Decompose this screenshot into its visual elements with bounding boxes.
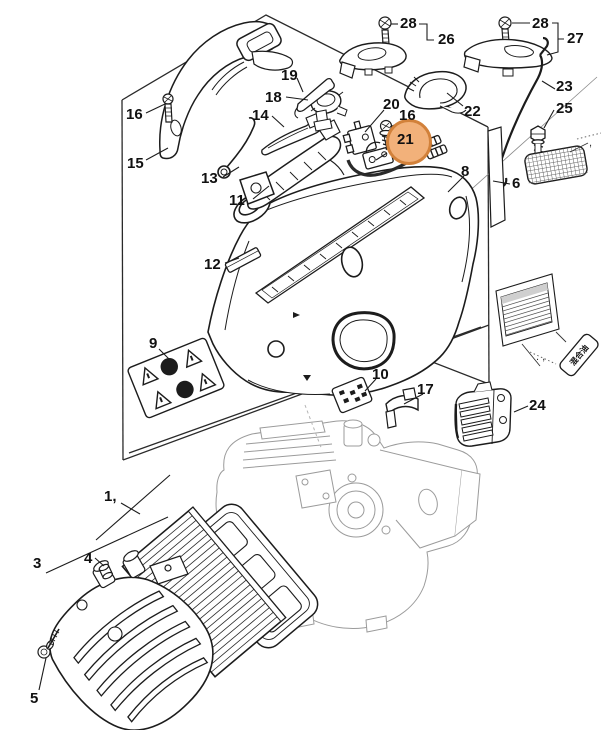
highlight-circle xyxy=(386,119,432,165)
part-19-flat-spring-drawing[interactable] xyxy=(294,77,335,119)
part-16a-screw-drawing[interactable] xyxy=(162,93,174,123)
callout-9[interactable]: 9 xyxy=(149,335,158,352)
callout-11[interactable]: 11 xyxy=(229,192,245,209)
part-8-shroud-drawing[interactable] xyxy=(207,166,480,396)
callout-26[interactable]: 26 xyxy=(438,31,455,48)
callout-20[interactable]: 20 xyxy=(383,96,400,113)
callout-16b[interactable]: 16 xyxy=(399,107,416,124)
part-12-strip-drawing[interactable] xyxy=(224,247,262,273)
callout-21[interactable]: 21 xyxy=(397,131,414,148)
part-4-nut-drawing[interactable] xyxy=(98,563,114,580)
callout-27[interactable]: 27 xyxy=(567,30,584,47)
callout-16a[interactable]: 16 xyxy=(126,106,143,123)
callout-24[interactable]: 24 xyxy=(529,397,546,414)
part-22-air-guide-drawing[interactable] xyxy=(404,70,467,114)
stray-mark: , xyxy=(589,137,593,149)
callout-3[interactable]: 3 xyxy=(33,555,42,572)
part-20-bracket-drawing[interactable] xyxy=(341,119,377,156)
part-6-plate-drawing[interactable] xyxy=(487,126,506,228)
callout-18[interactable]: 18 xyxy=(265,89,282,106)
part-26-cover-drawing[interactable] xyxy=(339,42,407,79)
callout-17[interactable]: 17 xyxy=(417,381,434,398)
callout-5[interactable]: 5 xyxy=(30,690,39,707)
part-17-clip-drawing[interactable] xyxy=(385,387,419,429)
part-10-sticker-drawing[interactable] xyxy=(331,376,373,414)
callout-22[interactable]: 22 xyxy=(464,103,481,120)
callout-28b[interactable]: 28 xyxy=(532,15,549,32)
callout-15[interactable]: 15 xyxy=(127,155,144,172)
callout-25[interactable]: 25 xyxy=(556,100,573,117)
callout-8[interactable]: 8 xyxy=(461,163,470,180)
callout-10[interactable]: 10 xyxy=(372,366,389,383)
callout-23[interactable]: 23 xyxy=(556,78,573,95)
callout-13[interactable]: 13 xyxy=(201,170,218,187)
callout-28a[interactable]: 28 xyxy=(400,15,417,32)
callout-6[interactable]: 6 xyxy=(512,175,521,192)
callout-1[interactable]: 1, xyxy=(104,488,117,505)
part-28a-screw-drawing[interactable] xyxy=(378,16,392,45)
part-18-knob-drawing[interactable] xyxy=(308,88,348,132)
leader-lines xyxy=(38,22,564,691)
part-9-warning-sticker-drawing[interactable] xyxy=(127,337,225,419)
stray-mark: . , xyxy=(536,351,546,363)
callout-14[interactable]: 14 xyxy=(252,107,269,124)
sticker-panel-drawing[interactable] xyxy=(495,273,560,367)
callout-19[interactable]: 19 xyxy=(281,67,298,84)
callout-12[interactable]: 12 xyxy=(204,256,221,273)
part-5-screw-drawing[interactable] xyxy=(37,628,60,659)
callout-4[interactable]: 4 xyxy=(84,550,93,567)
part-27-cover-drawing[interactable] xyxy=(463,38,553,77)
part-28b-screw-drawing[interactable] xyxy=(498,16,512,43)
part-11-handle-moulding-drawing[interactable] xyxy=(239,119,345,210)
oil-label-drawing[interactable]: 混合油 xyxy=(555,331,600,378)
part-7-mesh-grille-drawing[interactable] xyxy=(524,132,601,185)
part-15-handle-drawing[interactable] xyxy=(159,20,294,160)
part-24-vent-cover-drawing[interactable] xyxy=(454,381,512,447)
